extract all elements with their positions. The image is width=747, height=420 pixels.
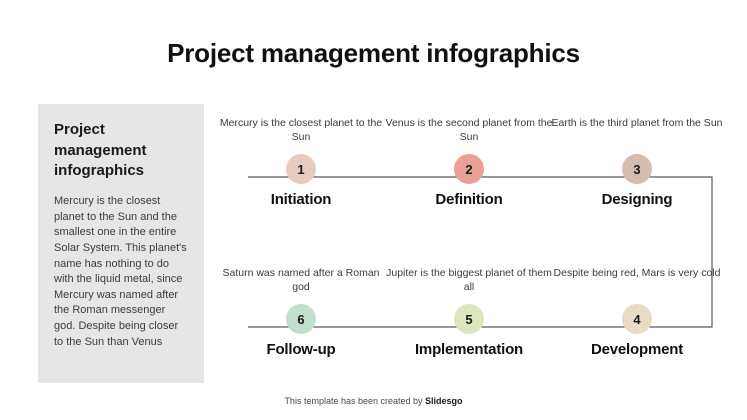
step-2-number-badge[interactable]: 2 (454, 154, 484, 184)
sidebar-body-text: Mercury is the closest planet to the Sun… (54, 195, 187, 348)
timeline-step-2[interactable]: Venus is the second planet from the Sun … (383, 116, 555, 208)
sidebar-panel: Project management infographics Mercury … (38, 104, 204, 383)
footer-credit: This template has been created by Slides… (0, 396, 747, 406)
step-3-number-badge[interactable]: 3 (622, 154, 652, 184)
timeline-step-4[interactable]: Despite being red, Mars is very cold 4 D… (551, 266, 723, 358)
step-4-label: Development (591, 341, 683, 358)
timeline-row-bottom: Saturn was named after a Roman god 6 Fol… (215, 266, 735, 376)
step-4-number-badge[interactable]: 4 (622, 304, 652, 334)
step-3-label: Designing (601, 191, 673, 208)
sidebar-heading: Project management infographics (54, 121, 147, 180)
step-6-description: Saturn was named after a Roman god (222, 267, 380, 294)
footer-text: This template has been created by (284, 396, 426, 406)
step-2-label: Definition (435, 191, 503, 208)
step-4-description: Despite being red, Mars is very cold (553, 267, 721, 279)
step-5-description: Jupiter is the biggest planet of them al… (386, 267, 552, 294)
footer-brand-link[interactable]: Slidesgo (425, 396, 463, 406)
step-1-label: Initiation (270, 191, 332, 208)
timeline-step-6[interactable]: Saturn was named after a Roman god 6 Fol… (215, 266, 387, 358)
timeline-infographic: Mercury is the closest planet to the Sun… (215, 104, 735, 374)
step-5-label: Implementation (414, 341, 524, 358)
step-1-number-badge[interactable]: 1 (286, 154, 316, 184)
step-6-number-badge[interactable]: 6 (286, 304, 316, 334)
timeline-step-3[interactable]: Earth is the third planet from the Sun 3… (551, 116, 723, 208)
page-title: Project management infographics (167, 38, 580, 68)
step-1-description: Mercury is the closest planet to the Sun (219, 117, 383, 144)
step-5-number-badge[interactable]: 5 (454, 304, 484, 334)
timeline-step-1[interactable]: Mercury is the closest planet to the Sun… (215, 116, 387, 208)
step-6-label: Follow-up (266, 341, 336, 358)
step-2-description: Venus is the second planet from the Sun (385, 117, 553, 144)
timeline-row-top: Mercury is the closest planet to the Sun… (215, 116, 735, 226)
timeline-step-5[interactable]: Jupiter is the biggest planet of them al… (383, 266, 555, 358)
step-3-description: Earth is the third planet from the Sun (551, 117, 723, 129)
